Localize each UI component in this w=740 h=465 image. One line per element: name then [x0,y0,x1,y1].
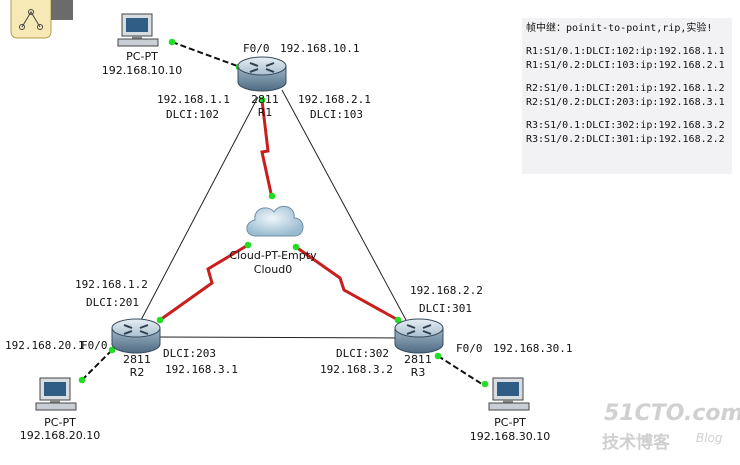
router-r1[interactable] [237,56,287,92]
r1-left-dlci-label: DLCI:102 [166,108,219,121]
note-line: R2:S1/0.1:DLCI:201:ip:192.168.1.2 [526,83,725,94]
note-spacer [526,36,732,45]
r3-f0-label: F0/0 [456,342,483,355]
watermark-line1: 51CTO.com [604,401,740,426]
note-spacer [526,110,732,119]
link-pc1-r1 [171,41,241,68]
r1-f0-ip-label: 192.168.10.1 [280,42,359,55]
watermark-line2: 技术博客 [602,432,671,453]
r1-model-label: 2811 [251,93,279,106]
note-line: R3:S1/0.2:DLCI:301:ip:192.168.2.2 [526,134,725,145]
router-r3[interactable] [394,318,444,354]
link-pc2-r2 [81,349,113,381]
r1-f0-label: F0/0 [243,42,270,55]
r1-right-ip-label: 192.168.2.1 [298,93,371,106]
r3-top-ip-label: 192.168.2.2 [410,284,483,297]
note-spacer [526,73,732,82]
r3-left-dlci-label: DLCI:302 [336,347,389,360]
note-line: R2:S1/0.2:DLCI:203:ip:192.168.3.1 [526,97,725,108]
cloud-type-label: Cloud-PT-Empty [229,249,317,262]
link-r1-r3 [281,89,407,321]
r2-f0-label: F0/0 [81,339,108,352]
r3-top-dlci-label: DLCI:301 [419,302,472,315]
cloud-icon[interactable] [246,205,304,237]
toolbar-logical-icon[interactable] [10,0,73,39]
r1-left-ip-label: 192.168.1.1 [157,93,230,106]
pc3-ip-label: 192.168.30.10 [470,430,550,443]
pc-icon-3[interactable] [488,377,530,411]
r3-left-ip-label: 192.168.3.2 [320,363,393,376]
note-line: R3:S1/0.1:DLCI:302:ip:192.168.3.2 [526,120,725,131]
r2-top-dlci-label: DLCI:201 [86,296,139,309]
link-r2-r3 [156,336,399,339]
pc1-ip-label: 192.168.10.10 [102,64,182,77]
r3-model-label: 2811 [404,353,432,366]
r2-top-ip-label: 192.168.1.2 [75,278,148,291]
r1-name-label: R1 [258,106,273,119]
serial-r3-cloud [295,245,399,322]
r2-right-dlci-label: DLCI:203 [163,347,216,360]
serial-r1-cloud [260,99,274,199]
pc-icon-1[interactable] [117,13,159,47]
link-status-lights [78,38,489,388]
link-pc3-r3 [437,355,486,387]
pc1-type-label: PC-PT [126,50,158,63]
note-title: 帧中继：poinit-to-point,rip,实验! [526,23,713,34]
router-r2[interactable] [111,318,161,354]
note-line: R1:S1/0.1:DLCI:102:ip:192.168.1.1 [526,46,725,57]
note-line: R1:S1/0.2:DLCI:103:ip:192.168.2.1 [526,60,725,71]
r1-right-dlci-label: DLCI:103 [310,108,363,121]
pc-icon-2[interactable] [35,377,77,411]
serial-r2-cloud [159,243,249,322]
r2-model-label: 2811 [123,353,151,366]
link-r1-r2 [139,96,259,323]
r2-right-ip-label: 192.168.3.1 [165,363,238,376]
r3-f0-ip-label: 192.168.30.1 [493,342,572,355]
r2-name-label: R2 [130,366,145,379]
cloud-name-label: Cloud0 [254,263,292,276]
config-note: 帧中继：poinit-to-point,rip,实验! R1:S1/0.1:DL… [522,18,732,174]
pc2-type-label: PC-PT [44,416,76,429]
pc2-ip-label: 192.168.20.10 [20,429,100,442]
pc3-type-label: PC-PT [494,416,526,429]
r2-f0-ip-label: 192.168.20.1 [5,339,84,352]
r3-name-label: R3 [411,366,426,379]
watermark: 51CTO.com 技术博客 Blog [602,401,740,453]
watermark-line3: Blog [696,431,723,445]
